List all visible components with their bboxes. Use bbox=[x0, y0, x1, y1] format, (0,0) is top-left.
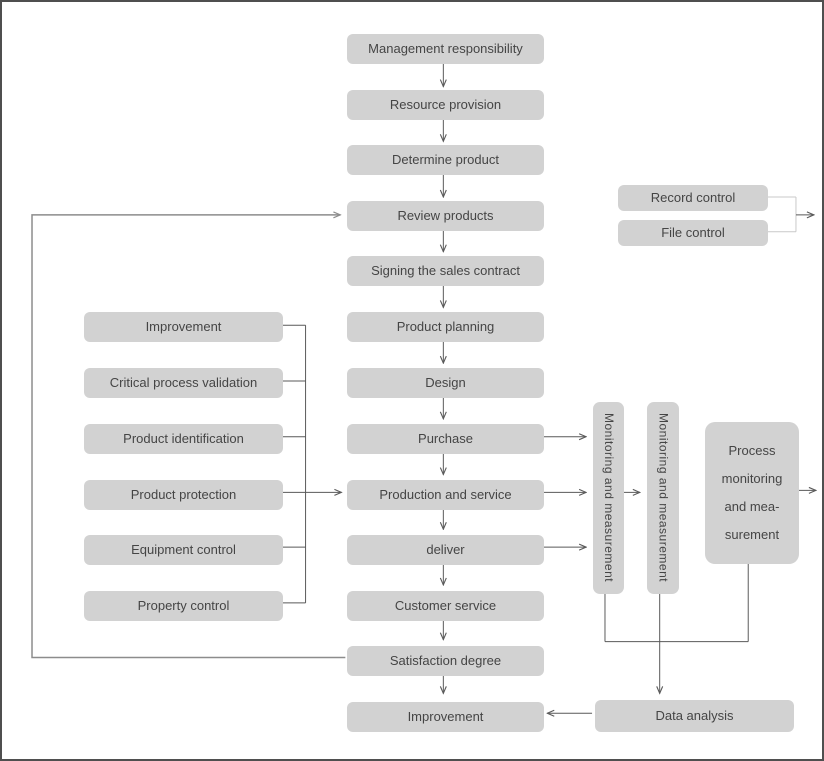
document-control-bracket bbox=[764, 196, 814, 233]
node-determine-product: Determine product bbox=[347, 145, 544, 175]
node-review-products: Review products bbox=[347, 201, 544, 231]
process-box-line-2: monitoring bbox=[721, 471, 783, 486]
process-box-line-1: Process bbox=[728, 443, 776, 458]
process-box-line-4: surement bbox=[724, 527, 780, 542]
node-record-control: Record control bbox=[618, 185, 768, 211]
node-management-responsibility: Management responsibility bbox=[347, 34, 544, 64]
node-resource-provision: Resource provision bbox=[347, 90, 544, 120]
node-process-monitoring-measurement: Process monitoring and mea- surement bbox=[705, 422, 799, 564]
node-customer-service: Customer service bbox=[347, 591, 544, 621]
node-purchase: Purchase bbox=[347, 424, 544, 454]
monitoring-label-2: Monitoring and measurement bbox=[656, 413, 671, 583]
node-product-planning: Product planning bbox=[347, 312, 544, 342]
node-deliver: deliver bbox=[347, 535, 544, 565]
node-product-protection: Product protection bbox=[84, 480, 283, 510]
left-bracket-lines bbox=[281, 324, 342, 604]
process-box-line-3: and mea- bbox=[724, 499, 780, 514]
node-production-and-service: Production and service bbox=[347, 480, 544, 510]
node-equipment-control: Equipment control bbox=[84, 535, 283, 565]
node-property-control: Property control bbox=[84, 591, 283, 621]
node-monitoring-measurement-1: Monitoring and measurement bbox=[593, 402, 624, 594]
node-design: Design bbox=[347, 368, 544, 398]
monitoring-input-arrows bbox=[541, 437, 639, 547]
node-satisfaction-degree: Satisfaction degree bbox=[347, 646, 544, 676]
node-signing-sales-contract: Signing the sales contract bbox=[347, 256, 544, 286]
node-monitoring-measurement-2: Monitoring and measurement bbox=[647, 402, 679, 594]
node-critical-process-validation: Critical process validation bbox=[84, 368, 283, 398]
node-data-analysis: Data analysis bbox=[595, 700, 794, 732]
node-improvement-left: Improvement bbox=[84, 312, 283, 342]
node-file-control: File control bbox=[618, 220, 768, 246]
node-product-identification: Product identification bbox=[84, 424, 283, 454]
node-improvement-main: Improvement bbox=[347, 702, 544, 732]
monitoring-label-1: Monitoring and measurement bbox=[602, 413, 617, 583]
